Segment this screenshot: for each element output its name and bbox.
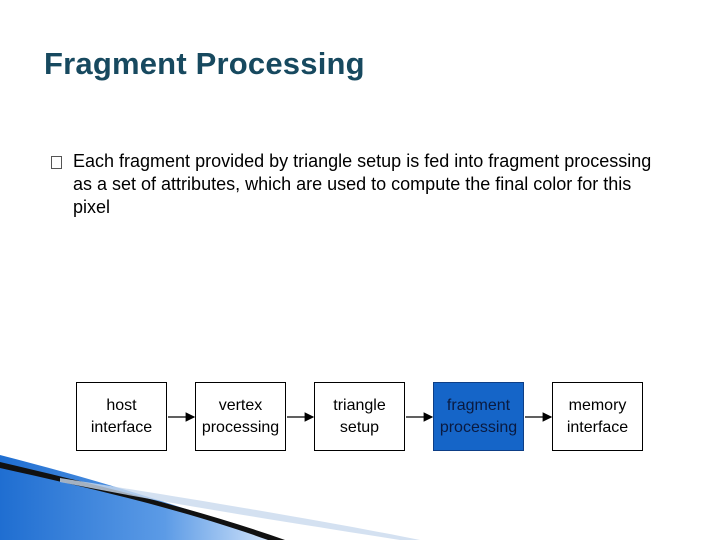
stage-vertex-processing: vertex processing <box>195 382 286 451</box>
stage-memory-interface: memory interface <box>552 382 643 451</box>
stage-triangle-setup: triangle setup <box>314 382 405 451</box>
bullet-text: Each fragment provided by triangle setup… <box>73 151 652 217</box>
bullet-checkbox-icon <box>51 156 62 169</box>
stage-host-interface: host interface <box>76 382 167 451</box>
stage-fragment-processing: fragment processing <box>433 382 524 451</box>
slide-title: Fragment Processing <box>44 46 365 81</box>
